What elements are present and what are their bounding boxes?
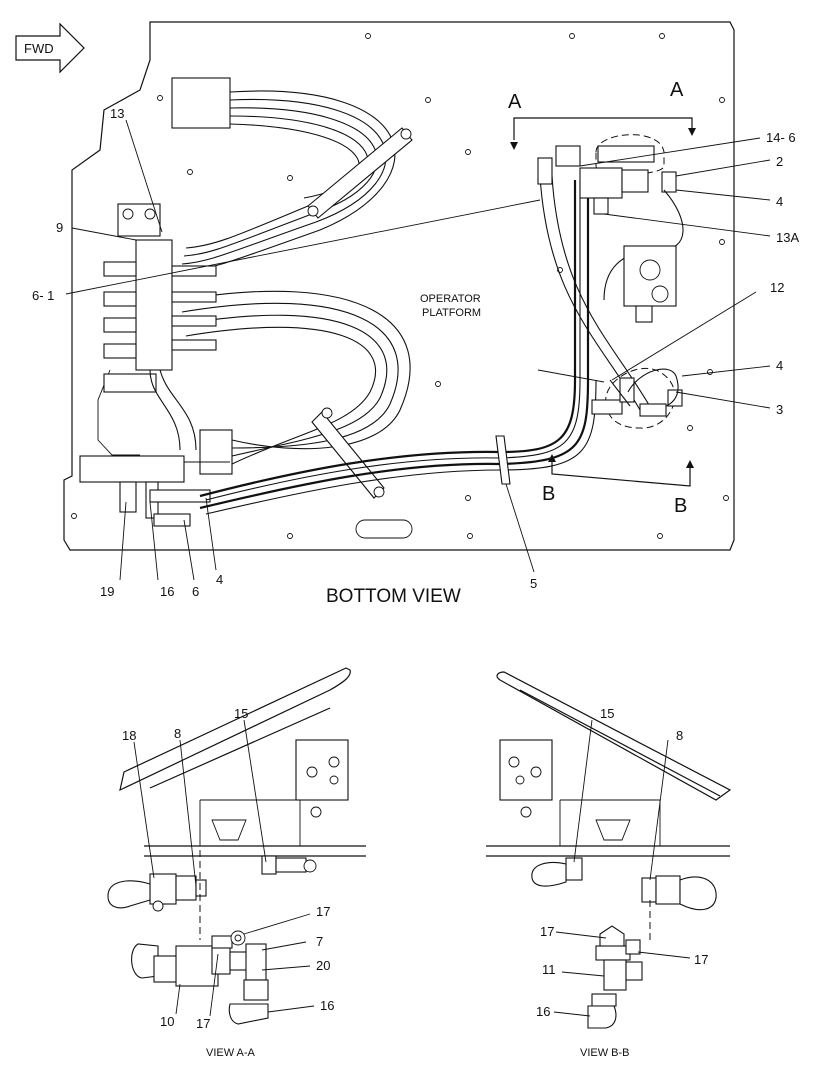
- lower-clamp-bar: [311, 411, 385, 499]
- lower-hose-bundle: [179, 290, 411, 499]
- forward-arrow: FWD: [15, 22, 85, 74]
- view-b-b: 15 8 17 17 11 16 VIEW B-B: [486, 671, 732, 1059]
- callout-14-6: 14- 6: [766, 130, 796, 145]
- callout-9: 9: [56, 220, 63, 235]
- section-a-left-label: A: [508, 91, 522, 113]
- view-b-b-callout-17-left: 17: [540, 924, 554, 939]
- callout-19: 19: [100, 584, 114, 599]
- section-b-right-label: B: [674, 495, 687, 517]
- upper-clamp-bar: [307, 127, 413, 219]
- section-b-marker: B B: [542, 454, 694, 517]
- platform-label-line-2: PLATFORM: [422, 307, 481, 319]
- callout-12: 12: [770, 280, 784, 295]
- right-upper-components: [537, 134, 684, 323]
- view-a-a-callout-15: 15: [234, 706, 248, 721]
- main-hose-run: [199, 175, 653, 515]
- bottom-view-title: BOTTOM VIEW: [326, 586, 461, 607]
- callout-4-bottom: 4: [216, 572, 223, 587]
- callout-3: 3: [776, 402, 783, 417]
- bottom-view: A A B B OPERATOR PLATFORM: [32, 21, 799, 607]
- manifold-block: [79, 455, 185, 483]
- view-a-a-callout-8: 8: [174, 726, 181, 741]
- view-a-a-leaders: [133, 719, 315, 1017]
- callout-6: 6: [192, 584, 199, 599]
- view-a-a-callout-17-lower: 17: [196, 1016, 210, 1031]
- view-b-b-leaders: [553, 719, 691, 1017]
- view-a-a-callout-18: 18: [122, 728, 136, 743]
- view-a-a-callout-16: 16: [320, 998, 334, 1013]
- view-a-a: 18 8 15 17 7 20 16 10 17 VIEW A-A: [107, 667, 366, 1059]
- callout-4-lower: 4: [776, 358, 783, 373]
- right-lower-components: [591, 367, 683, 429]
- forward-arrow-label: FWD: [24, 41, 54, 56]
- callout-4-upper: 4: [776, 194, 783, 209]
- view-b-b-title: VIEW B-B: [580, 1047, 630, 1059]
- view-b-b-callout-8: 8: [676, 728, 683, 743]
- view-b-b-callout-16: 16: [536, 1004, 550, 1019]
- view-a-a-callout-20: 20: [316, 958, 330, 973]
- view-a-a-callout-17-upper: 17: [316, 904, 330, 919]
- view-b-b-callout-11: 11: [542, 962, 556, 977]
- callout-13a: 13A: [776, 230, 799, 245]
- hose-strap: [495, 435, 511, 485]
- view-a-a-callout-7: 7: [316, 934, 323, 949]
- callout-2: 2: [776, 154, 783, 169]
- upper-hose-bundle: [171, 77, 413, 273]
- view-b-b-callout-17-right: 17: [694, 952, 708, 967]
- platform-outline: [63, 21, 735, 551]
- view-a-a-callout-10: 10: [160, 1014, 174, 1029]
- view-b-b-callout-15: 15: [600, 706, 614, 721]
- lower-hose-bracket: [199, 429, 233, 475]
- upper-hose-bracket: [171, 77, 231, 129]
- callout-leaders: [65, 119, 771, 581]
- valve-body: [135, 239, 173, 371]
- lower-left-manifold: [79, 455, 230, 527]
- section-a-marker: A A: [508, 79, 696, 150]
- platform-label-line-1: OPERATOR: [420, 293, 481, 305]
- callout-6-1: 6- 1: [32, 288, 54, 303]
- view-a-a-title: VIEW A-A: [206, 1047, 256, 1059]
- left-valve-stack: [103, 203, 217, 451]
- callout-5: 5: [530, 576, 537, 591]
- callout-13: 13: [110, 106, 124, 121]
- access-slot: [355, 519, 413, 539]
- callout-16: 16: [160, 584, 174, 599]
- valve-bracket: [117, 203, 161, 237]
- section-b-left-label: B: [542, 483, 555, 505]
- section-a-right-label: A: [670, 79, 684, 101]
